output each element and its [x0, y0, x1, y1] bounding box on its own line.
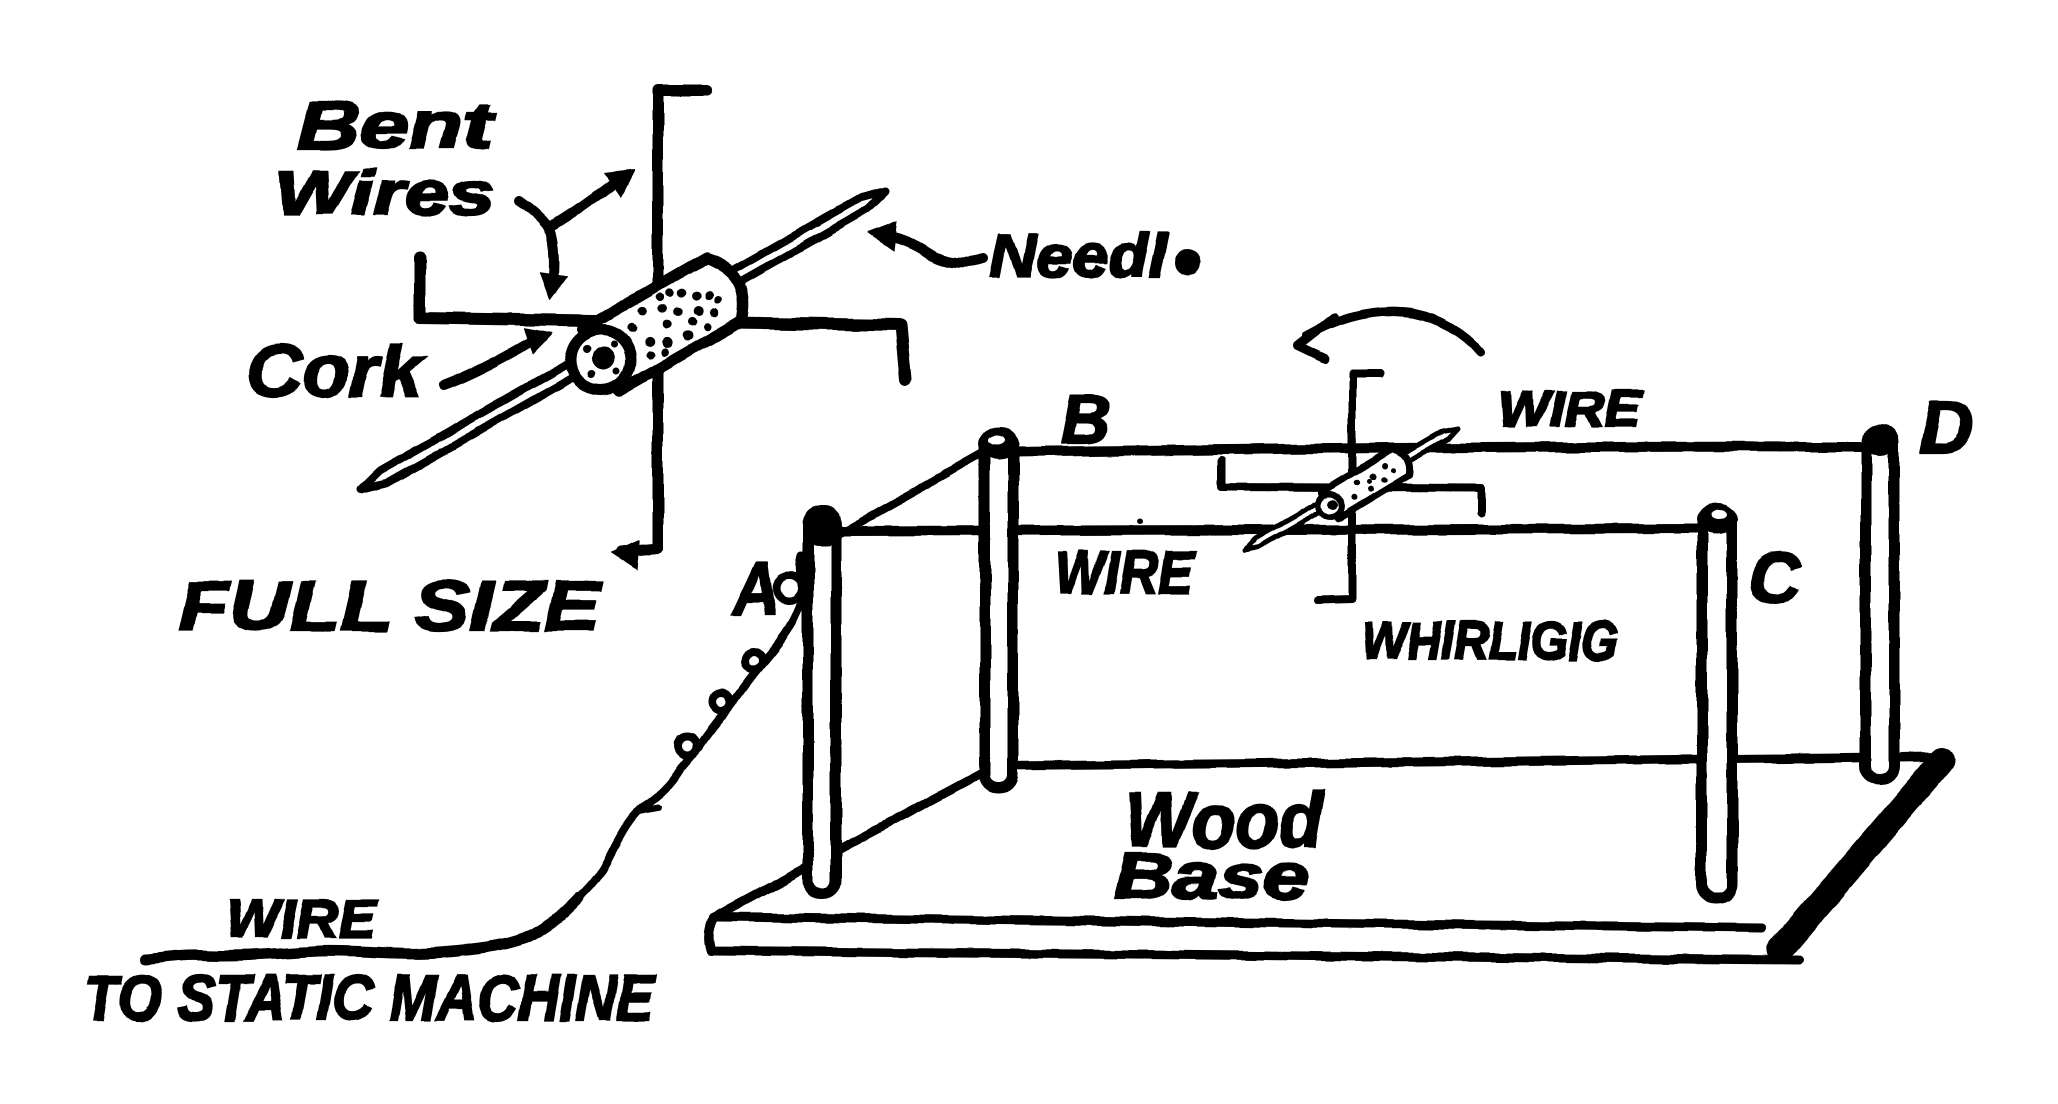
svg-text:Base: Base [1114, 842, 1309, 912]
svg-text:A: A [731, 547, 779, 632]
svg-text:WIRE: WIRE [1054, 539, 1196, 606]
svg-text:Wood: Wood [1125, 776, 1324, 864]
svg-text:Cork: Cork [247, 331, 426, 412]
svg-text:WIRE: WIRE [1498, 381, 1643, 437]
svg-text:WIRE: WIRE [226, 889, 378, 949]
svg-text:C: C [1748, 539, 1801, 619]
svg-text:B: B [1060, 380, 1111, 458]
svg-text:Wires: Wires [275, 159, 495, 227]
svg-text:Needl: Needl [989, 222, 1168, 290]
svg-text:TO STATIC MACHINE: TO STATIC MACHINE [84, 962, 656, 1034]
svg-text:Bent: Bent [297, 88, 496, 162]
svg-text:WHIRLIGIG: WHIRLIGIG [1362, 612, 1618, 671]
svg-text:FULL SIZE: FULL SIZE [178, 567, 603, 645]
svg-text:D: D [1919, 388, 1974, 468]
